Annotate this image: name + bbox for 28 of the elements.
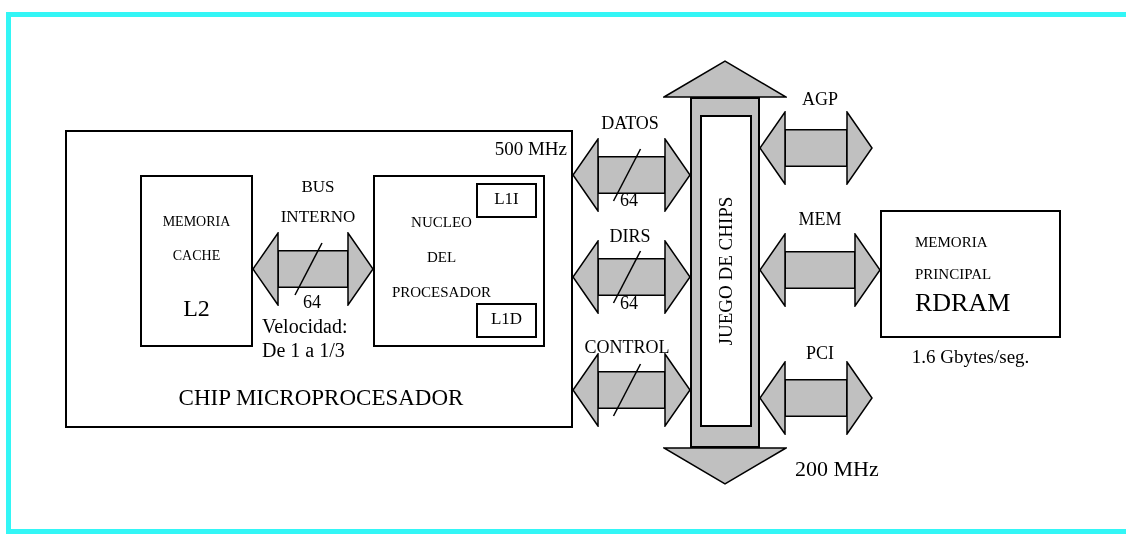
bus-label: CONTROL — [583, 337, 671, 358]
bus-label: AGP — [801, 89, 839, 110]
bus-label: DATOS — [600, 113, 660, 134]
cache-box — [476, 183, 537, 218]
cache-label: MEMORIA CACHE — [161, 213, 232, 265]
memory-label: MEMORIA PRINCIPAL — [915, 233, 993, 284]
bandwidth-label: 1.6 Gbytes/seg. — [910, 346, 1031, 368]
cache-level-label: L2 — [182, 295, 211, 323]
core-box — [373, 175, 545, 347]
cache-box — [476, 303, 537, 338]
chip-label: CHIP MICROPROCESADOR — [177, 385, 465, 412]
chip-box — [65, 130, 573, 428]
cache-label: L1I — [493, 189, 520, 209]
bus-width-label: 64 — [620, 293, 639, 314]
bus-label: MEM — [797, 209, 843, 230]
bus-label: PCI — [805, 343, 835, 364]
cache-label: L1D — [489, 309, 524, 329]
memory-type-label: RDRAM — [915, 288, 1012, 318]
bus-label: DIRS — [608, 226, 652, 247]
cache-box — [140, 175, 253, 347]
chipset-bus-bar — [690, 97, 760, 448]
frequency-label: 200 MHz — [795, 456, 880, 482]
bus-width-label: 64 — [303, 292, 322, 313]
speed-note: Velocidad: De 1 a 1/3 — [262, 314, 349, 362]
bus-label: BUS INTERNO — [279, 176, 357, 228]
chipset-label: JUEGO DE CHIPS — [715, 196, 737, 346]
frequency-label: 500 MHz — [493, 138, 567, 160]
core-label: NUCLEO DEL PROCESADOR — [390, 213, 493, 302]
